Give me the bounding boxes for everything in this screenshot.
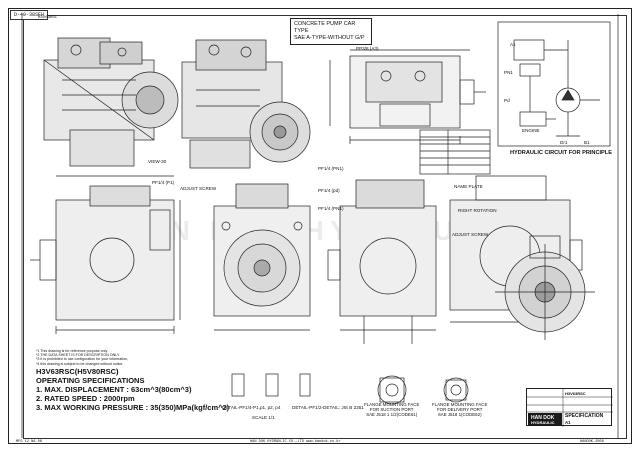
revision: A1 [565, 420, 571, 425]
side-view-left [30, 175, 181, 334]
title-line-1: CONCRETE PUMP CAR TYPE [294, 21, 356, 34]
flange-suction-line-1: FLANGE MOUNTING FACE [364, 402, 420, 407]
company-name: HAN DOK [531, 415, 555, 421]
hydraulic-circuit-diagram [497, 21, 611, 147]
sub-code: H3V63RSC [38, 16, 58, 20]
drawing-notes: *1 This drawing is for reference purpose… [36, 349, 156, 366]
note-2: *2 THE DATA SHEET IS FOR DESCRIPTION ONL… [36, 353, 120, 358]
port-spec-table [419, 129, 491, 175]
company-sub: HYDRAULIC [531, 420, 555, 425]
note-1: *1 This drawing is for reference purpose… [36, 349, 108, 353]
circuit-pn1: PN1 [504, 70, 513, 75]
drawing-frame [23, 15, 627, 439]
circuit-dr1: Dr1 [560, 140, 568, 145]
operating-specifications: H3V63RSC(H5V80RSC) OPERATING SPECIFICATI… [36, 367, 266, 412]
detail-1-label: DETAIL-PF1/4-P1,p1, p2, p4 [222, 405, 281, 410]
circuit-title: HYDRAULIC CIRCUIT FOR PRINCIPLE [510, 150, 612, 156]
title-block: HAN DOK HYDRAULIC H3V63RSC SPECIFICATION… [526, 388, 613, 427]
port-label-p1: PF1/4 (P1) [152, 180, 175, 185]
footer-left: MFG 12 NA 08 [16, 440, 42, 444]
drawing-title-box: CONCRETE PUMP CAR TYPE SAE A-TYPE-WITHOU… [290, 18, 372, 45]
adjust-screw-label-1: ADJUST SCREW [180, 186, 217, 191]
flange-delivery-line-2: FOR DELIVERY PORT [437, 407, 483, 412]
spec-item-2: 2. RATED SPEED : 2000rpm [36, 394, 135, 403]
flange-suction-line-3: SAE J518 1 1/2(CODE61) [366, 412, 418, 417]
drawing-sheet [8, 8, 632, 444]
rear-view [327, 179, 437, 344]
circuit-a1: A1 [510, 42, 516, 47]
port-label-pd: PF1/4 (pd) [318, 188, 340, 193]
spec-item-1: 1. MAX. DISPLACEMENT : 63cm^3(80cm^3) [36, 385, 192, 394]
flange-suction-line-2: FOR SUCTION PORT [369, 407, 414, 412]
detail-scale: SCALE 1/1 [252, 415, 275, 420]
flange-delivery-line-3: SAE J518 1(CODE62) [437, 412, 482, 417]
front-view [213, 183, 311, 331]
drawing-code: D-40-38SEH [10, 10, 49, 20]
flange-delivery-caption: FLANGE MOUNTING FACE FOR DELIVERY PORT S… [432, 402, 487, 417]
title-block-grid [527, 389, 613, 427]
flange-face-view [495, 235, 595, 340]
port-label-pn1-a: PF1/4 (PN1) [318, 166, 344, 171]
note-3: *3 It is prohibited to use configuration… [36, 357, 129, 362]
flange-suction-caption: FLANGE MOUNTING FACE FOR SUCTION PORT SA… [364, 402, 419, 417]
detail-views [231, 373, 469, 405]
rotation-label: RIGHT ROTATION [458, 208, 497, 213]
spec-item-3: 3. MAX WORKING PRESSURE : 35(350)MPa(kgf… [36, 403, 230, 412]
adjust-screw-label-2: ADJUST SCREW [452, 232, 489, 237]
title-line-2: SAE A-TYPE-WITHOUT G/P [294, 35, 365, 41]
isometric-pump-view-2 [181, 39, 311, 169]
footer-center: HAN DOK HYDRAULIC CO.,LTD www.handok.co.… [250, 440, 341, 444]
view-label: VIEW-30 [148, 159, 167, 164]
spec-heading: OPERATING SPECIFICATIONS [36, 376, 145, 385]
port-label-pn1-b: PF1/4 (PN1) [318, 206, 344, 211]
dwg-number: H3V63RSC [565, 391, 586, 396]
detail-2-label: DETAIL-PF1/2-DETAIL: JIS B 2351 [292, 405, 364, 410]
model-number: H3V63RSC(H5V80RSC) [36, 367, 119, 376]
note-4: *4 this drawing is subject to be changed… [36, 361, 124, 366]
company-logo-block [528, 413, 562, 426]
top-view-drawing [329, 49, 486, 144]
footer-right: HANDOK-2008 [580, 440, 604, 444]
port-label-a3: PP3/8 (A3) [356, 46, 379, 51]
flange-delivery-line-1: FLANGE MOUNTING FACE [432, 402, 488, 407]
name-plate-label: NAME PLATE [454, 184, 483, 189]
circuit-engine: ENGINE [522, 128, 540, 133]
circuit-pd: Pd [504, 98, 510, 103]
isometric-pump-view-1 [43, 37, 179, 167]
circuit-b1: B1 [584, 140, 590, 145]
spec-label: SPECIFICATION [565, 413, 604, 419]
